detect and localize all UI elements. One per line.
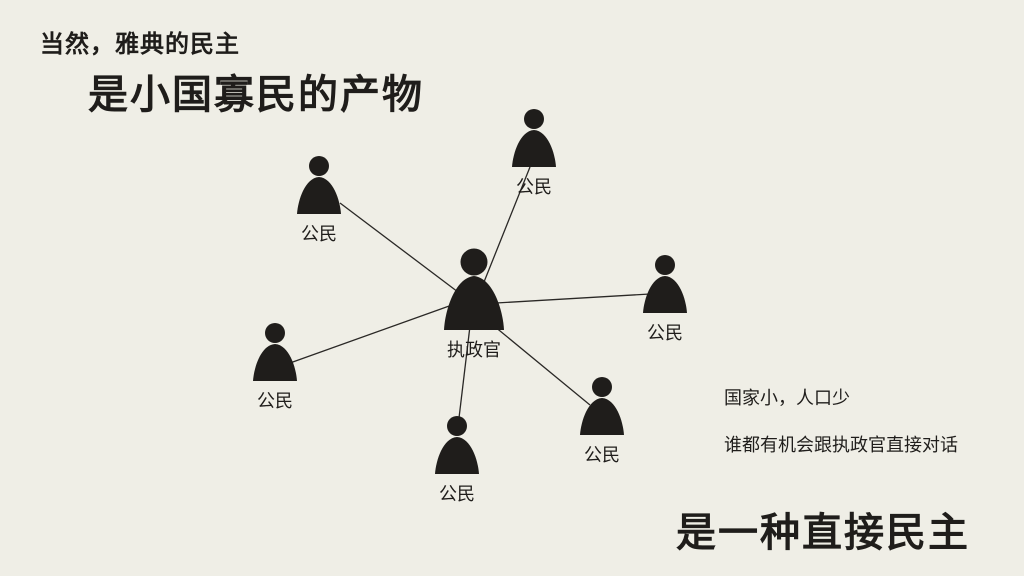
link-citizen-4 bbox=[289, 304, 453, 364]
citizen-node: 公民 bbox=[643, 255, 687, 344]
citizen-node: 公民 bbox=[435, 416, 479, 505]
citizen-node: 公民 bbox=[580, 377, 624, 466]
citizen-label: 公民 bbox=[516, 177, 552, 198]
link-citizen-1 bbox=[339, 202, 459, 293]
link-citizen-3 bbox=[495, 293, 651, 304]
executive-node: 执政官 bbox=[444, 248, 504, 361]
slide-title: 是小国寡民的产物 bbox=[88, 72, 424, 118]
person-icon bbox=[435, 416, 479, 474]
citizen-label: 公民 bbox=[647, 323, 683, 344]
connection-lines bbox=[289, 166, 651, 419]
person-icon bbox=[580, 377, 624, 435]
person-icon bbox=[253, 323, 297, 381]
slide-subtitle: 当然，雅典的民主 bbox=[40, 30, 240, 58]
link-citizen-2 bbox=[483, 166, 531, 283]
person-icon bbox=[444, 248, 504, 330]
person-icon bbox=[512, 109, 556, 167]
note-direct-dialogue: 谁都有机会跟执政官直接对话 bbox=[724, 435, 958, 456]
citizen-label: 公民 bbox=[439, 484, 475, 505]
person-icon bbox=[643, 255, 687, 313]
executive-label: 执政官 bbox=[447, 340, 501, 361]
conclusion-heading: 是一种直接民主 bbox=[676, 510, 970, 556]
link-citizen-5 bbox=[458, 325, 471, 419]
citizen-node: 公民 bbox=[253, 323, 297, 412]
person-icon bbox=[297, 156, 341, 214]
citizen-label: 公民 bbox=[301, 224, 337, 245]
citizen-node: 公民 bbox=[297, 156, 341, 245]
link-citizen-6 bbox=[493, 325, 591, 406]
citizen-node: 公民 bbox=[512, 109, 556, 198]
citizen-label: 公民 bbox=[584, 445, 620, 466]
note-small-state: 国家小，人口少 bbox=[724, 388, 850, 409]
citizen-label: 公民 bbox=[257, 391, 293, 412]
